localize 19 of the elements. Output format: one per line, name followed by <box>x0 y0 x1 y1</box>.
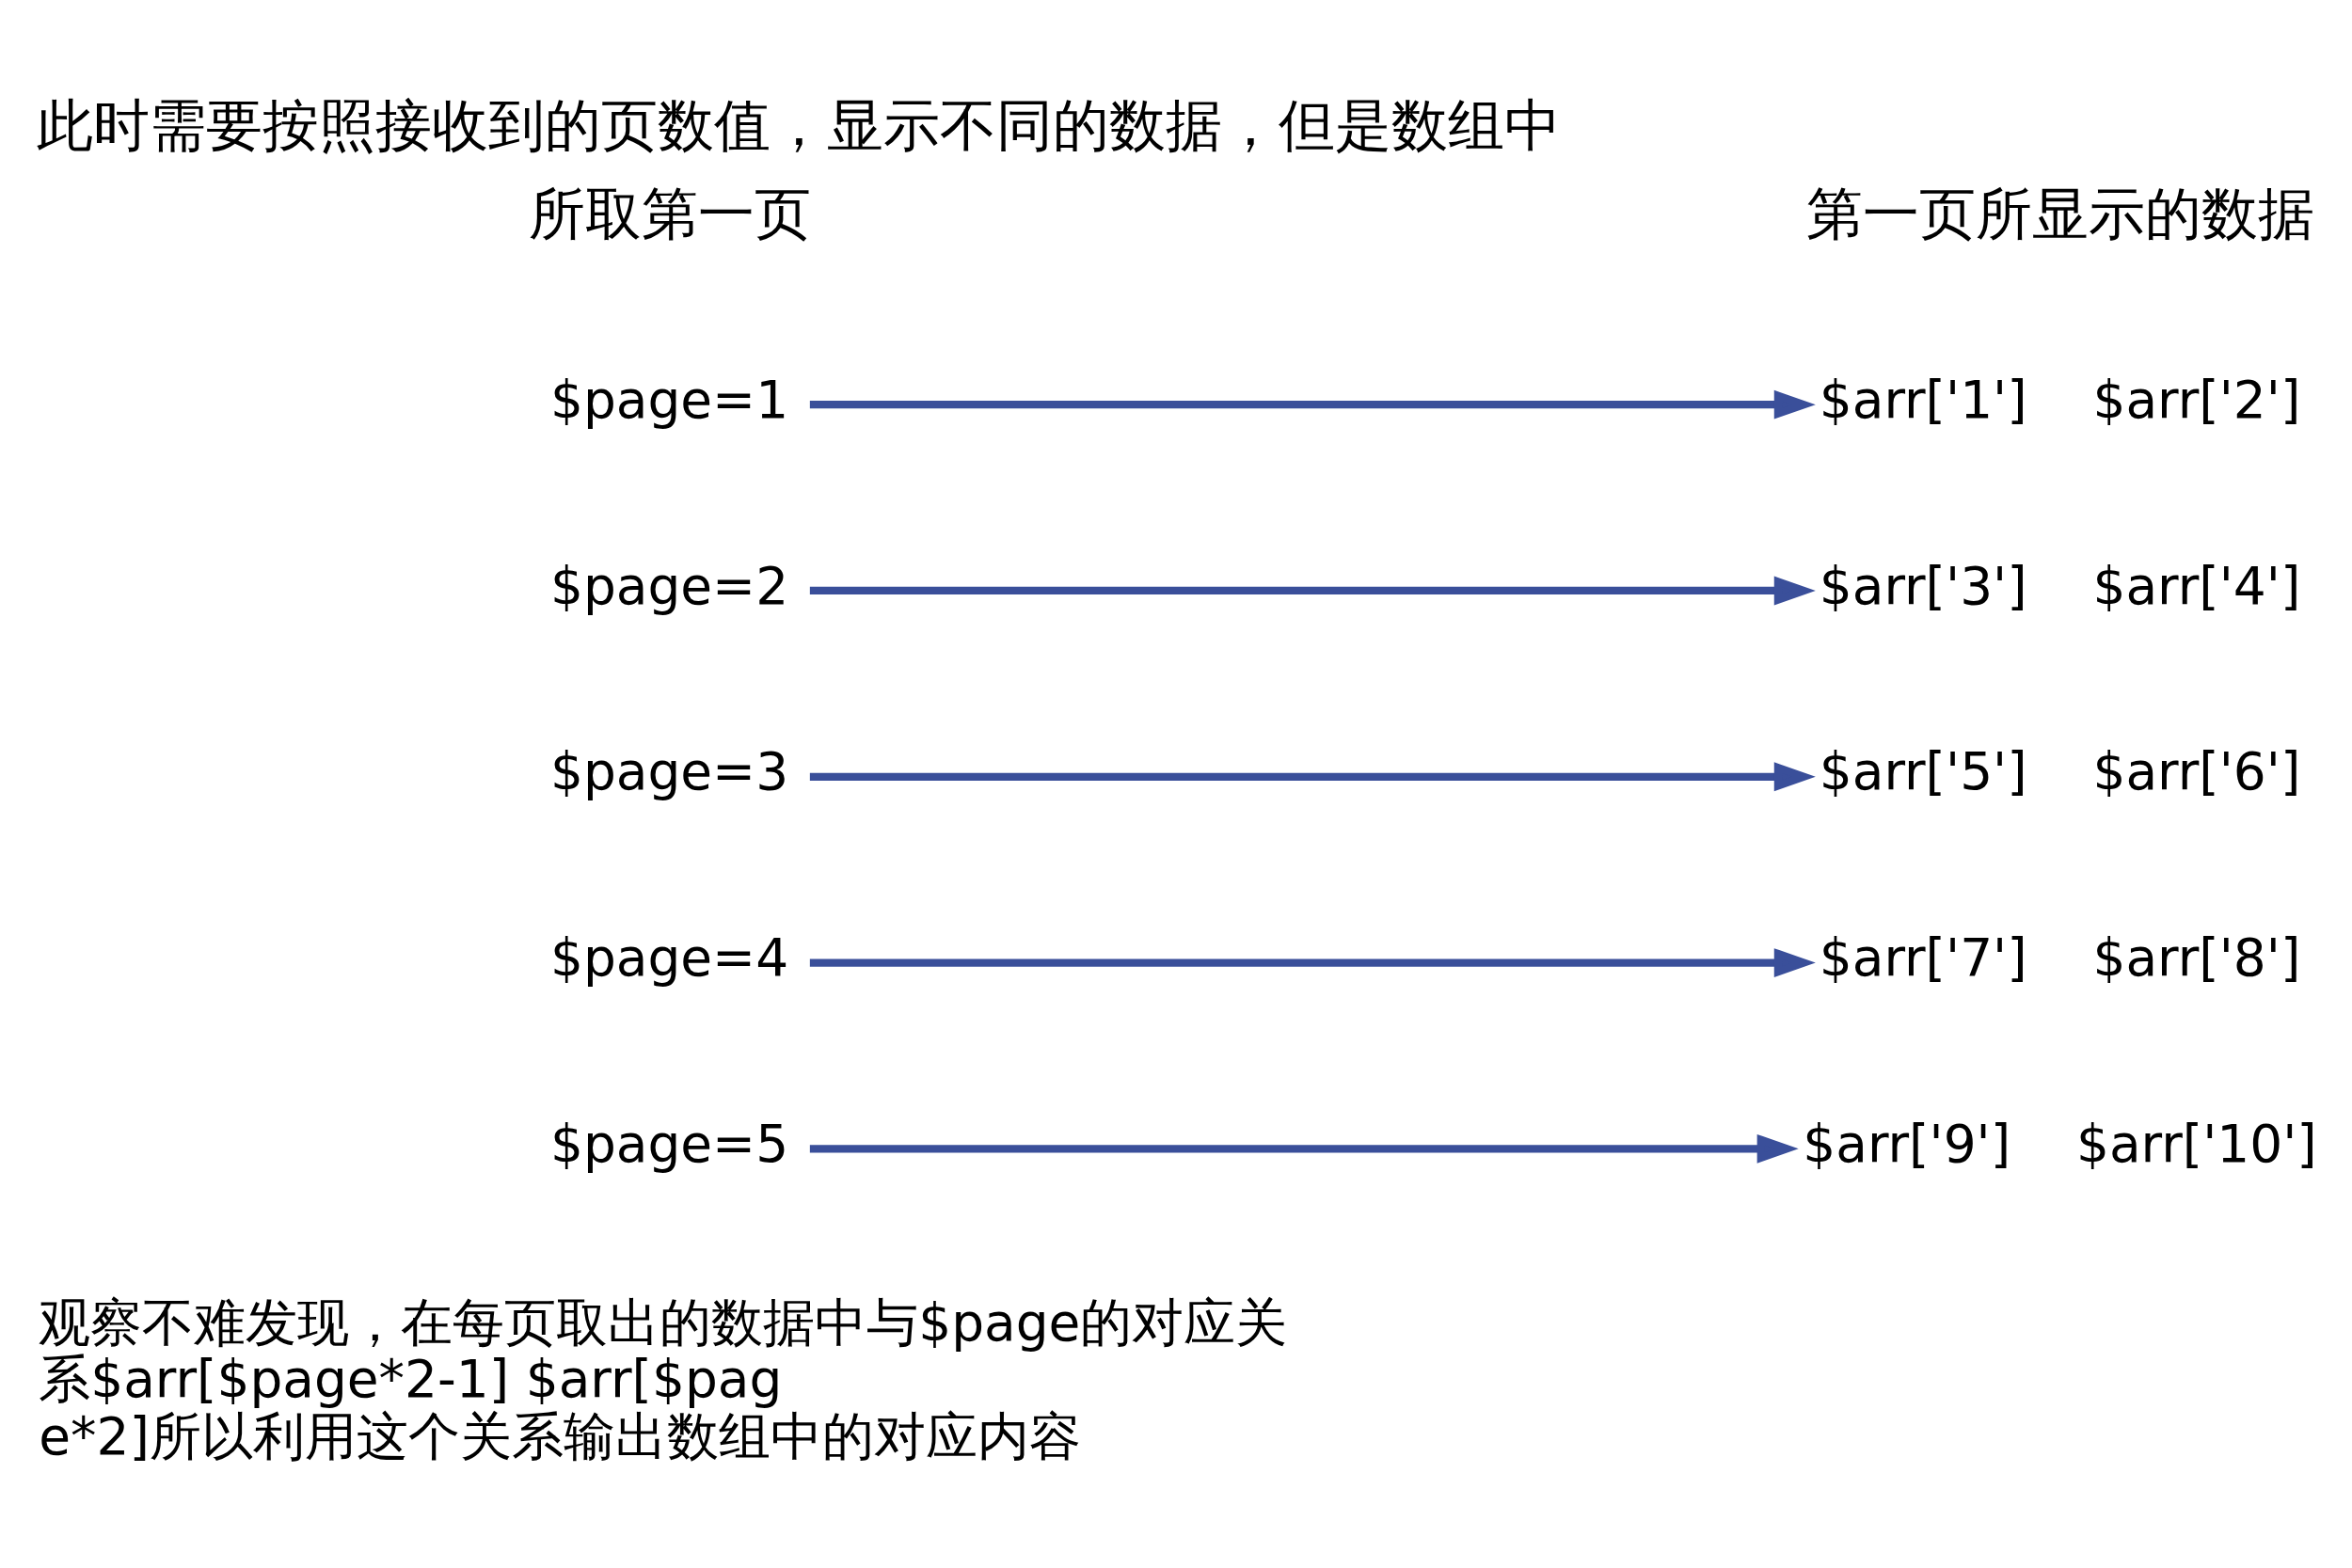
node-text: $page=4 <box>549 927 789 988</box>
node-text: $arr['9'] $arr['10'] <box>1803 1113 2317 1174</box>
node-text: $arr['7'] $arr['8'] <box>1819 927 2301 988</box>
node-text: $arr['3'] $arr['4'] <box>1819 555 2301 616</box>
diagram-title: 此时需要按照接收到的页数值，显示不同的数据，但是数组中 <box>36 91 1561 158</box>
node-text: $arr['5'] $arr['6'] <box>1819 740 2301 801</box>
node-text: $page=2 <box>549 555 789 616</box>
arrow <box>809 389 1816 420</box>
label: 所取第一页 <box>528 182 811 245</box>
node-text: $arr['1'] $arr['2'] <box>1819 369 2301 430</box>
arrow <box>809 1133 1799 1164</box>
arrow <box>809 947 1816 977</box>
label: 观察不难发现，在每页取出的数据中与$page的对应关系$arr[$page*2-1] $arr[$page*2]所以利用这个关系输出数组中的对应内容 <box>39 1291 1288 1466</box>
node-text: $page=3 <box>549 740 789 801</box>
arrow <box>809 576 1816 605</box>
node-text: $page=1 <box>549 369 789 430</box>
arrow <box>809 761 1816 791</box>
node-text: $page=5 <box>549 1113 789 1174</box>
label: 第一页所显示的数据 <box>1805 182 2314 245</box>
